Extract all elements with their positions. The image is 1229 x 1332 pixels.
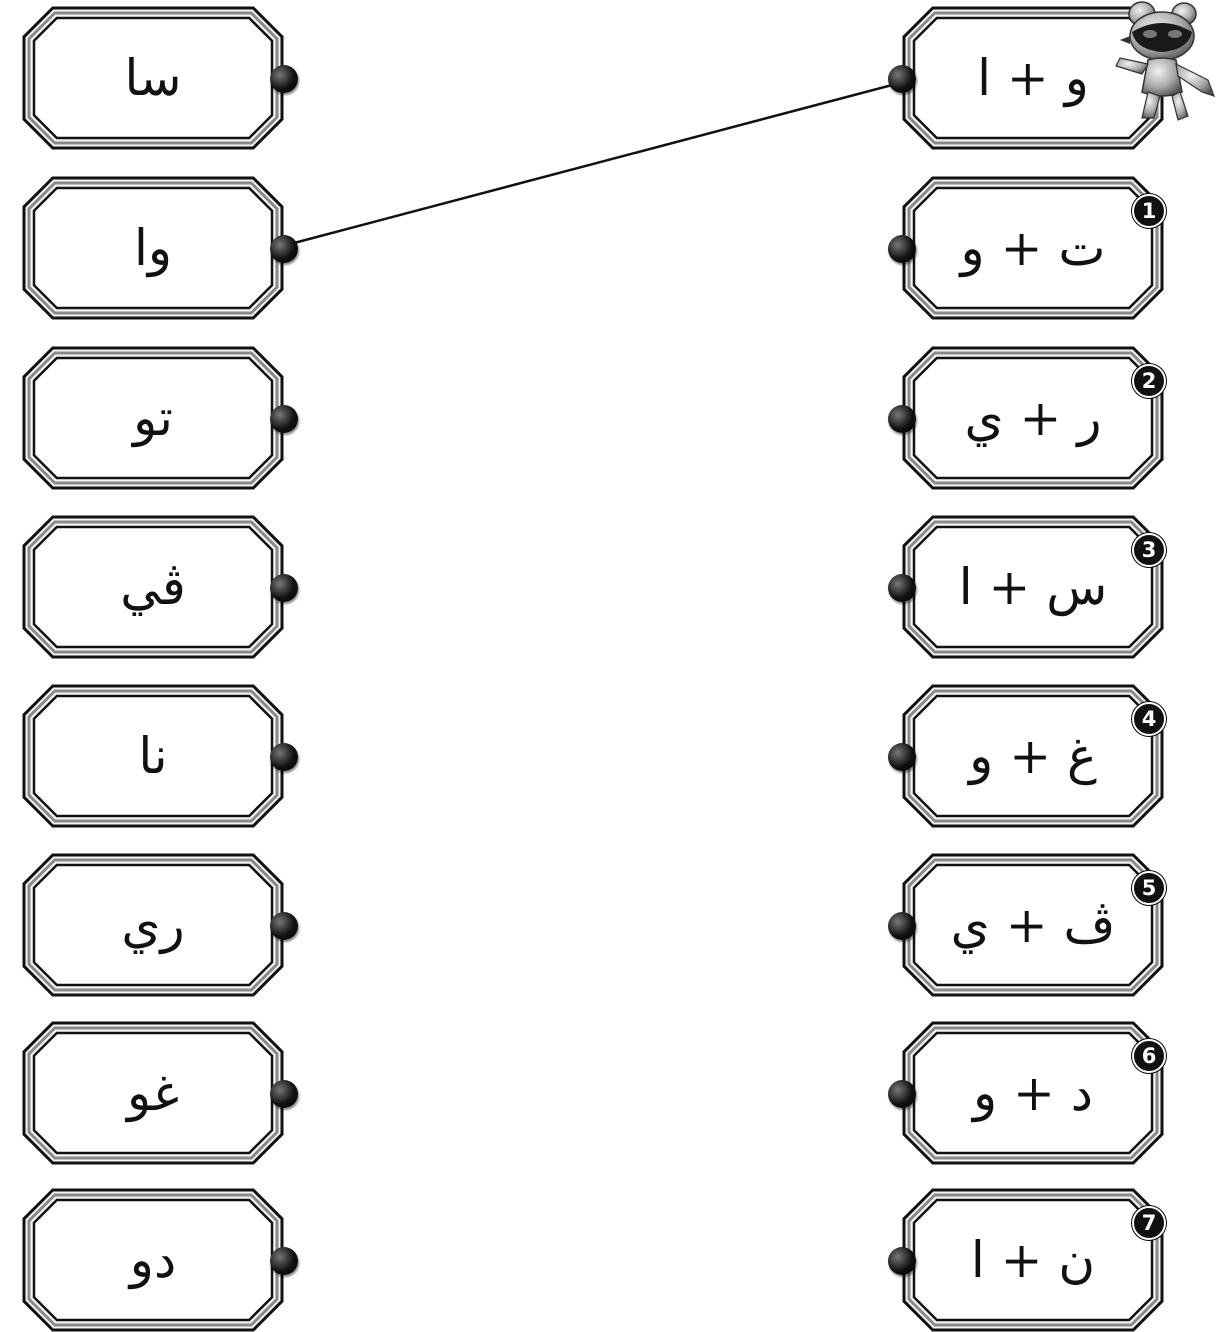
question-connector-dot[interactable] bbox=[888, 65, 916, 93]
answer-connector-dot[interactable] bbox=[270, 405, 298, 433]
octagon-frame bbox=[902, 684, 1164, 828]
octagon-frame bbox=[902, 176, 1164, 320]
question-letters: و + ا bbox=[977, 49, 1089, 107]
answer-syllable: وا bbox=[133, 219, 173, 277]
octagon-frame bbox=[22, 1188, 284, 1332]
question-connector-dot[interactable] bbox=[888, 405, 916, 433]
question-box[interactable]: ت + و bbox=[902, 176, 1164, 320]
octagon-frame bbox=[22, 1021, 284, 1165]
octagon-frame bbox=[902, 6, 1164, 150]
octagon-frame bbox=[22, 6, 284, 150]
question-box[interactable]: ن + ا bbox=[902, 1188, 1164, 1332]
question-connector-dot[interactable] bbox=[888, 1080, 916, 1108]
question-box[interactable]: ر + ي bbox=[902, 346, 1164, 490]
octagon-frame bbox=[22, 684, 284, 828]
answer-connector-dot[interactable] bbox=[270, 235, 298, 263]
octagon-frame bbox=[22, 853, 284, 997]
answer-box[interactable]: غو bbox=[22, 1021, 284, 1165]
octagon-frame bbox=[22, 515, 284, 659]
answer-box[interactable]: نا bbox=[22, 684, 284, 828]
octagon-frame bbox=[22, 176, 284, 320]
answer-box[interactable]: تو bbox=[22, 346, 284, 490]
question-number-badge: 5 bbox=[1132, 871, 1166, 905]
question-box[interactable]: و + ا bbox=[902, 6, 1164, 150]
robot-mascot-icon bbox=[1112, 0, 1222, 122]
question-connector-dot[interactable] bbox=[888, 1247, 916, 1275]
question-connector-dot[interactable] bbox=[888, 912, 916, 940]
question-box[interactable]: د + و bbox=[902, 1021, 1164, 1165]
answer-connector-dot[interactable] bbox=[270, 65, 298, 93]
answer-box[interactable]: وا bbox=[22, 176, 284, 320]
answer-syllable: غو bbox=[127, 1064, 179, 1122]
question-box[interactable]: س + ا bbox=[902, 515, 1164, 659]
answer-connector-dot[interactable] bbox=[270, 743, 298, 771]
question-letters: س + ا bbox=[958, 558, 1108, 616]
octagon-frame bbox=[902, 853, 1164, 997]
answer-connector-dot[interactable] bbox=[270, 1080, 298, 1108]
answer-syllable: ري bbox=[121, 896, 185, 954]
answer-box[interactable]: دو bbox=[22, 1188, 284, 1332]
match-line bbox=[293, 83, 893, 245]
question-number-badge: 6 bbox=[1132, 1039, 1166, 1073]
question-box[interactable]: غ + و bbox=[902, 684, 1164, 828]
question-letters: ڤ + ي bbox=[950, 896, 1116, 954]
question-number-badge: 7 bbox=[1132, 1206, 1166, 1240]
answer-connector-dot[interactable] bbox=[270, 912, 298, 940]
question-number-badge: 1 bbox=[1132, 194, 1166, 228]
question-connector-dot[interactable] bbox=[888, 743, 916, 771]
question-connector-dot[interactable] bbox=[888, 235, 916, 263]
octagon-frame bbox=[902, 1188, 1164, 1332]
octagon-frame bbox=[902, 346, 1164, 490]
question-letters: ر + ي bbox=[964, 389, 1102, 447]
answer-connector-dot[interactable] bbox=[270, 1247, 298, 1275]
answer-syllable: نا bbox=[138, 727, 168, 785]
question-letters: د + و bbox=[972, 1064, 1094, 1122]
question-letters: غ + و bbox=[969, 727, 1097, 785]
answer-syllable: ڤي bbox=[120, 558, 186, 616]
octagon-frame bbox=[902, 515, 1164, 659]
answer-box[interactable]: ڤي bbox=[22, 515, 284, 659]
answer-syllable: سا bbox=[124, 49, 182, 107]
octagon-frame bbox=[22, 346, 284, 490]
answer-box[interactable]: ري bbox=[22, 853, 284, 997]
octagon-frame bbox=[902, 1021, 1164, 1165]
question-number-badge: 2 bbox=[1132, 364, 1166, 398]
question-box[interactable]: ڤ + ي bbox=[902, 853, 1164, 997]
answer-box[interactable]: سا bbox=[22, 6, 284, 150]
question-letters: ن + ا bbox=[970, 1231, 1096, 1289]
question-number-badge: 4 bbox=[1132, 702, 1166, 736]
question-number-badge: 3 bbox=[1132, 533, 1166, 567]
question-letters: ت + و bbox=[960, 219, 1106, 277]
answer-syllable: تو bbox=[133, 389, 173, 447]
question-connector-dot[interactable] bbox=[888, 574, 916, 602]
answer-syllable: دو bbox=[129, 1231, 177, 1289]
answer-connector-dot[interactable] bbox=[270, 574, 298, 602]
